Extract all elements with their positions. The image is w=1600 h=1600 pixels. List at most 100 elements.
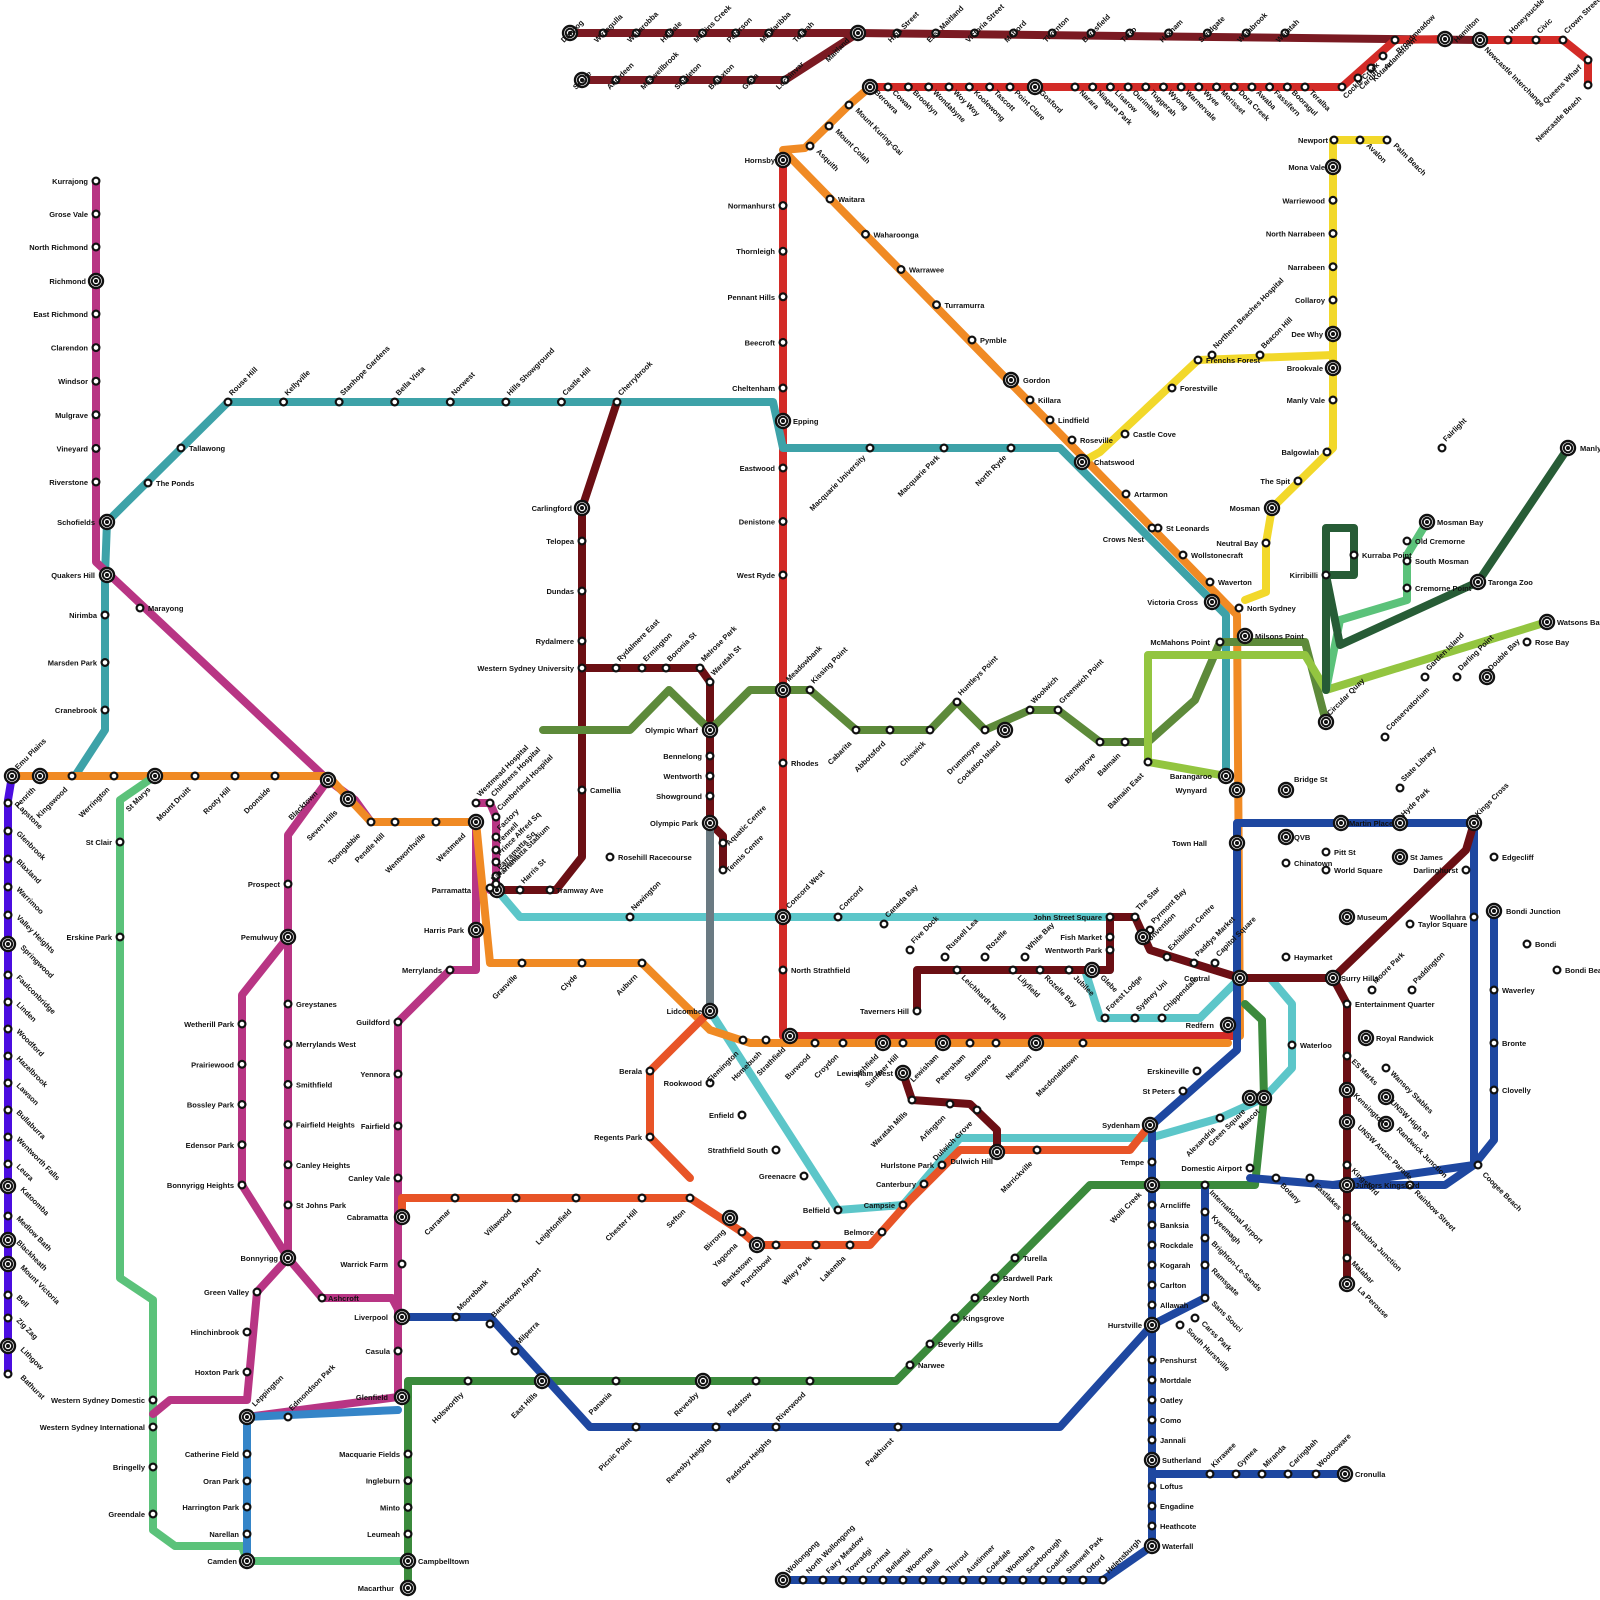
- stop-marker-edensor-park[interactable]: [237, 1140, 247, 1150]
- stop-marker-st-peters[interactable]: [1178, 1086, 1188, 1096]
- stop-marker-north-wollongong[interactable]: [798, 1575, 808, 1585]
- stop-marker-cabarita[interactable]: [851, 725, 861, 735]
- stop-marker-casula[interactable]: [393, 1346, 403, 1356]
- stop-marker-engadine[interactable]: [1147, 1501, 1157, 1511]
- stop-marker-beecroft[interactable]: [778, 337, 788, 347]
- stop-marker-muswellbrook[interactable]: [645, 75, 655, 85]
- stop-marker-parramatta-sq[interactable]: [491, 871, 501, 881]
- stop-marker-north-strathfield[interactable]: [778, 965, 788, 975]
- stop-marker-lisarow[interactable]: [1105, 82, 1115, 92]
- stop-marker-capitol-square[interactable]: [1210, 958, 1220, 968]
- stop-marker-taylor-square[interactable]: [1405, 919, 1415, 929]
- stop-marker-point-clare[interactable]: [1005, 82, 1015, 92]
- stop-marker-thornleigh[interactable]: [778, 246, 788, 256]
- stop-marker-hoxton-park[interactable]: [242, 1367, 252, 1377]
- stop-marker-koolewong[interactable]: [964, 82, 974, 92]
- stop-marker-rooty-hill[interactable]: [230, 771, 240, 781]
- stop-marker-nirimba[interactable]: [100, 610, 110, 620]
- stop-marker-padstow-heights[interactable]: [771, 1422, 781, 1432]
- stop-marker-aberdeen[interactable]: [611, 75, 621, 85]
- stop-marker-booragul[interactable]: [1282, 82, 1292, 92]
- stop-marker-castle-hill[interactable]: [556, 397, 566, 407]
- stop-marker-kyeemagh[interactable]: [1200, 1207, 1210, 1217]
- stop-marker-queens-wharf[interactable]: [1583, 55, 1593, 65]
- stop-marker-jannali[interactable]: [1147, 1435, 1157, 1445]
- stop-marker-tuggerah[interactable]: [1141, 82, 1151, 92]
- stop-marker-allawah[interactable]: [1147, 1300, 1157, 1310]
- stop-marker-western-sydney-international[interactable]: [148, 1422, 158, 1432]
- stop-marker-linden[interactable]: [3, 997, 13, 1007]
- stop-marker-cowan[interactable]: [883, 82, 893, 92]
- stop-marker-fairfield-heights[interactable]: [283, 1120, 293, 1130]
- stop-marker-warnervale[interactable]: [1176, 82, 1186, 92]
- stop-marker-norwest[interactable]: [445, 397, 455, 407]
- stop-marker-balmain-east[interactable]: [1143, 757, 1153, 767]
- stop-marker-victoria-street[interactable]: [970, 28, 980, 38]
- stop-marker-rhodes[interactable]: [778, 758, 788, 768]
- stop-marker-singleton[interactable]: [678, 75, 688, 85]
- stop-marker-caringbah[interactable]: [1283, 1469, 1293, 1479]
- stop-marker-northern-beaches-hospital[interactable]: [1207, 350, 1217, 360]
- stop-marker-mulgrave[interactable]: [91, 410, 101, 420]
- stop-marker-lochinvar[interactable]: [780, 75, 790, 85]
- stop-marker-bardwell-park[interactable]: [990, 1273, 1000, 1283]
- stop-marker-bella-vista[interactable]: [390, 397, 400, 407]
- stop-marker-kingsgrove[interactable]: [950, 1313, 960, 1323]
- stop-marker-south-hurstville[interactable]: [1175, 1320, 1185, 1330]
- stop-marker-wentworth[interactable]: [705, 771, 715, 781]
- stop-marker-homebush[interactable]: [761, 1035, 771, 1045]
- stop-marker-broadmeadow[interactable]: [1390, 35, 1400, 45]
- stop-marker-corrimal[interactable]: [858, 1575, 868, 1585]
- stop-marker-cumberland-hospital[interactable]: [491, 812, 501, 822]
- stop-marker-pendle-hill[interactable]: [390, 817, 400, 827]
- stop-marker-woy-woy[interactable]: [944, 82, 954, 92]
- stop-marker-towradgi[interactable]: [838, 1575, 848, 1585]
- stop-marker-eastwood[interactable]: [778, 463, 788, 473]
- stop-marker-helensburgh[interactable]: [1098, 1575, 1108, 1585]
- stop-marker-minto[interactable]: [403, 1502, 413, 1512]
- stop-marker-toongabbie[interactable]: [366, 817, 376, 827]
- stop-marker-waratah[interactable]: [1280, 28, 1290, 38]
- stop-marker-oran-park[interactable]: [242, 1476, 252, 1486]
- stop-marker-lawson[interactable]: [3, 1078, 13, 1088]
- stop-marker-east-maitland[interactable]: [931, 28, 941, 38]
- stop-marker-tascott[interactable]: [985, 82, 995, 92]
- stop-marker-coalcliff[interactable]: [1038, 1575, 1048, 1585]
- stop-marker-bullaburra[interactable]: [3, 1105, 13, 1115]
- stop-marker-killara[interactable]: [1025, 395, 1035, 405]
- stop-marker-showground[interactable]: [705, 791, 715, 801]
- stop-marker-warrawee[interactable]: [896, 265, 906, 275]
- stop-marker-eastlakes[interactable]: [1305, 1173, 1315, 1183]
- stop-marker-narara[interactable]: [1070, 82, 1080, 92]
- stop-marker-fish-market[interactable]: [1105, 932, 1115, 942]
- stop-marker-fairfield[interactable]: [393, 1121, 403, 1131]
- stop-marker-darling-point[interactable]: [1452, 672, 1462, 682]
- stop-marker-western-sydney-university[interactable]: [577, 663, 587, 673]
- stop-marker-picnic-point[interactable]: [631, 1422, 641, 1432]
- stop-marker-awaba[interactable]: [1247, 82, 1257, 92]
- stop-marker-st-johns-park[interactable]: [283, 1200, 293, 1210]
- stop-marker-adamstown[interactable]: [1378, 51, 1388, 61]
- stop-marker-leumeah[interactable]: [403, 1529, 413, 1539]
- stop-marker-greenwich-point[interactable]: [1053, 705, 1063, 715]
- stop-marker-marrickville[interactable]: [1032, 1145, 1042, 1155]
- stop-marker-bathurst[interactable]: [3, 1369, 13, 1379]
- stop-marker-paddington[interactable]: [1407, 985, 1417, 995]
- stop-marker-es-marks[interactable]: [1342, 1051, 1352, 1061]
- stop-marker-riverstone[interactable]: [91, 477, 101, 487]
- stop-marker-petersham[interactable]: [965, 1038, 975, 1048]
- stop-marker-wyee[interactable]: [1194, 82, 1204, 92]
- stop-marker-the-spit[interactable]: [1293, 476, 1303, 486]
- stop-marker-asquith[interactable]: [805, 141, 815, 151]
- stop-marker-yennora[interactable]: [393, 1069, 403, 1079]
- stop-marker-brighton-le-sands[interactable]: [1200, 1233, 1210, 1243]
- stop-marker-boronia-st[interactable]: [661, 663, 671, 673]
- stop-marker-russell-lea[interactable]: [940, 952, 950, 962]
- stop-marker-bringelly[interactable]: [148, 1462, 158, 1472]
- stop-marker-melrose-park[interactable]: [695, 663, 705, 673]
- stop-marker-hazelbrook[interactable]: [3, 1051, 13, 1061]
- stop-marker-mount-kuring-gai[interactable]: [844, 100, 854, 110]
- stop-marker-panania[interactable]: [611, 1376, 621, 1386]
- stop-marker-valley-heights[interactable]: [3, 910, 13, 920]
- stop-marker-greystanes[interactable]: [283, 999, 293, 1009]
